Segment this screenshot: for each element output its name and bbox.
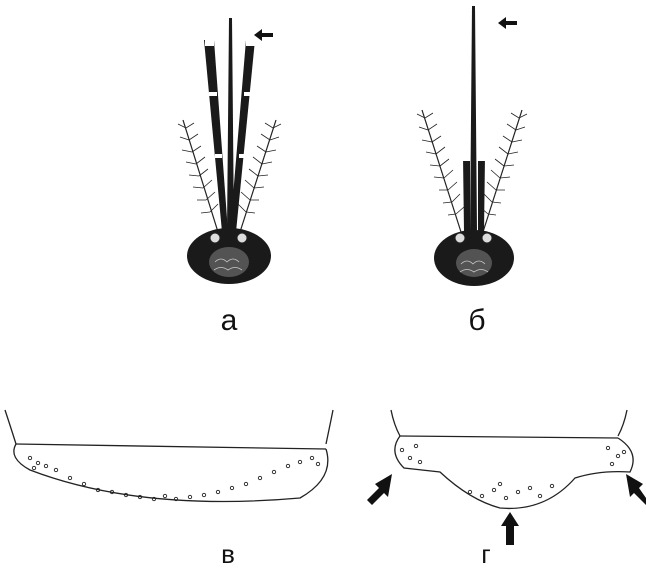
- panel-b-right-palp: [478, 156, 485, 232]
- panel-b-proboscis: [470, 6, 477, 232]
- panel-v-sternite: [5, 410, 333, 502]
- panel-g-left-arrow: [367, 474, 392, 505]
- panel-a-head-drawing: [178, 18, 281, 284]
- panel-v-dots: [28, 456, 319, 500]
- panel-a-left-palp: [204, 40, 228, 232]
- panel-a-proboscis: [227, 18, 234, 232]
- panel-b-label: б: [457, 306, 497, 336]
- panel-g-label: г: [466, 541, 506, 567]
- panel-a-left-antenna: [178, 120, 218, 232]
- panel-g-right-arrow: [626, 474, 646, 505]
- panel-v-label: в: [208, 541, 248, 567]
- panel-b-right-antenna: [480, 110, 527, 232]
- panel-g-sternite: [391, 410, 633, 508]
- panel-b-head-drawing: [417, 6, 527, 286]
- panel-b-left-palp: [463, 156, 470, 232]
- panel-b-left-antenna: [417, 110, 464, 232]
- panel-b-arrow: [498, 17, 517, 29]
- panel-a-label: а: [209, 306, 249, 336]
- panel-g-dots: [400, 444, 625, 499]
- panel-a-arrow: [254, 29, 273, 41]
- panel-a-right-palp: [230, 40, 255, 232]
